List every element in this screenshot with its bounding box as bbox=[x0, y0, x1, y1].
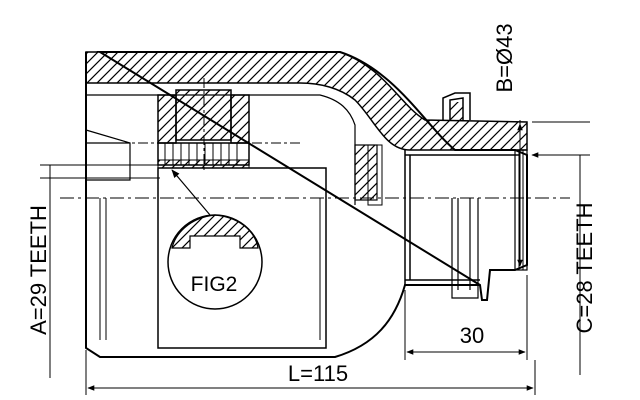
neck-ring-inner bbox=[367, 144, 383, 206]
stem-detail bbox=[451, 198, 479, 299]
dim-l-ext bbox=[85, 350, 536, 395]
neck-ring bbox=[354, 144, 378, 201]
stem-spline-band bbox=[514, 149, 528, 271]
spider-block-right bbox=[230, 94, 250, 144]
fig2-leader bbox=[171, 169, 211, 216]
housing-hatched-wall bbox=[85, 51, 528, 151]
dim-30-label: 30 bbox=[460, 323, 484, 348]
spider-teeth bbox=[164, 143, 238, 165]
bell-interior-lines bbox=[85, 94, 356, 348]
inner-cylinder-lines bbox=[99, 198, 327, 340]
fig2-label: FIG2 bbox=[191, 273, 238, 296]
dim-a-label: A=29 TEETH bbox=[26, 205, 51, 335]
dim-30-ext bbox=[404, 275, 528, 360]
dim-b-label: B=Ø43 bbox=[492, 23, 517, 92]
dim-l-label: L=115 bbox=[288, 361, 348, 386]
stem-body bbox=[404, 150, 520, 285]
top-circlip-fill bbox=[450, 102, 463, 120]
dim-a-lines bbox=[40, 164, 160, 378]
shaft-stub bbox=[85, 129, 131, 181]
fig2-detail-hatch bbox=[171, 214, 259, 249]
stem-spline-lines bbox=[518, 150, 524, 270]
dim-c-label: C=28 TEETH bbox=[572, 202, 597, 333]
spider-block-left bbox=[157, 94, 177, 144]
